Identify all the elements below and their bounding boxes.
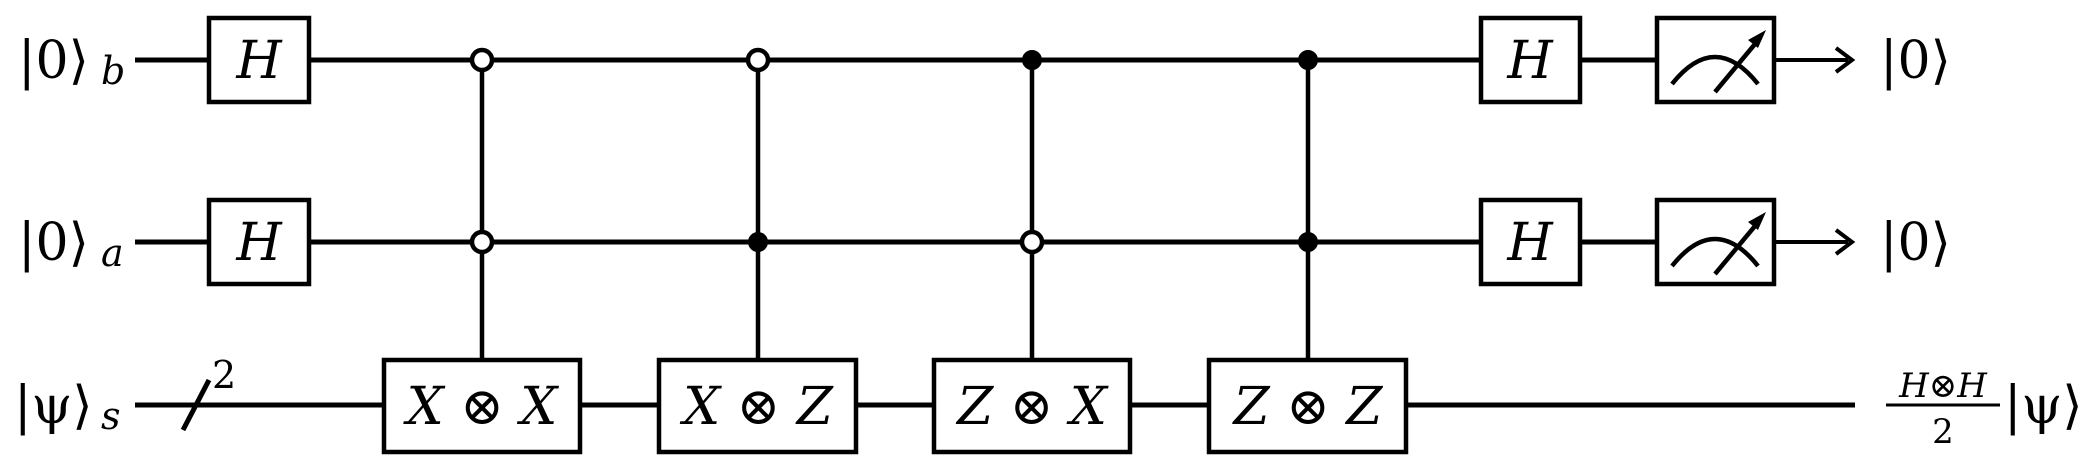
open-control-dot — [469, 47, 495, 73]
gate-box — [656, 357, 859, 455]
gate-label: X ⊗ X — [403, 377, 560, 437]
gate-label: H — [1506, 213, 1554, 273]
gate-box — [206, 197, 312, 287]
output-ket-b: |0⟩ — [1880, 31, 1951, 91]
measurement-b — [1654, 15, 1777, 105]
output-ket-s: |ψ⟩ — [2004, 376, 2083, 436]
gate-label: H — [1506, 31, 1554, 91]
open-control-dot — [469, 229, 495, 255]
gate-h-b-2: H — [1478, 15, 1583, 105]
open-control-dot — [1019, 229, 1045, 255]
measurement-a — [1654, 197, 1777, 287]
gate-box — [1206, 357, 1409, 455]
gate-controlled-zz: Z ⊗ Z — [1206, 50, 1409, 455]
gate-label: H — [235, 213, 283, 273]
bundle-slash-icon — [180, 378, 212, 432]
input-ket-a: |0⟩ — [18, 213, 89, 273]
input-subscript-s: s — [101, 394, 121, 438]
output-fraction-denominator: 2 — [1932, 412, 1954, 452]
gate-label: Z ⊗ X — [955, 377, 1109, 437]
input-label-a: |0⟩ a — [18, 213, 124, 275]
meter-icon — [1670, 30, 1766, 94]
gate-controlled-zx: Z ⊗ X — [931, 50, 1133, 455]
meter-icon — [1670, 212, 1766, 276]
gate-controlled-xx: X ⊗ X — [381, 47, 583, 455]
gate-box — [1478, 15, 1583, 105]
gate-h-a-2: H — [1478, 197, 1583, 287]
gate-box — [1478, 197, 1583, 287]
output-ket-a: |0⟩ — [1880, 213, 1951, 273]
bundle-count: 2 — [212, 353, 236, 397]
open-control-dot — [745, 47, 771, 73]
gate-box — [381, 357, 583, 455]
filled-control-dot — [748, 232, 768, 252]
filled-control-dot — [1298, 50, 1318, 70]
arrow-right-icon — [1774, 228, 1856, 256]
gate-box — [931, 357, 1133, 455]
input-subscript-b: b — [101, 49, 125, 93]
output-fraction-numerator: H⊗H — [1898, 366, 1988, 406]
gate-label: H — [235, 31, 283, 91]
filled-control-dot — [1022, 50, 1042, 70]
bundle-marker: 2 — [180, 353, 236, 432]
output-label-s: H⊗H 2 |ψ⟩ — [1886, 366, 2083, 452]
input-ket-s: |ψ⟩ — [14, 376, 93, 436]
filled-control-dot — [1298, 232, 1318, 252]
gate-label: Z ⊗ Z — [1232, 377, 1384, 437]
gate-box — [206, 15, 312, 105]
input-ket-b: |0⟩ — [18, 31, 89, 91]
input-label-s: |ψ⟩ s — [14, 376, 121, 438]
gate-label: X ⊗ Z — [679, 377, 834, 437]
gate-h-a-1: H — [206, 197, 312, 287]
arrow-right-icon — [1774, 46, 1856, 74]
input-label-b: |0⟩ b — [18, 31, 125, 93]
gate-h-b-1: H — [206, 15, 312, 105]
gate-controlled-xz: X ⊗ Z — [656, 47, 859, 455]
input-subscript-a: a — [101, 231, 124, 275]
